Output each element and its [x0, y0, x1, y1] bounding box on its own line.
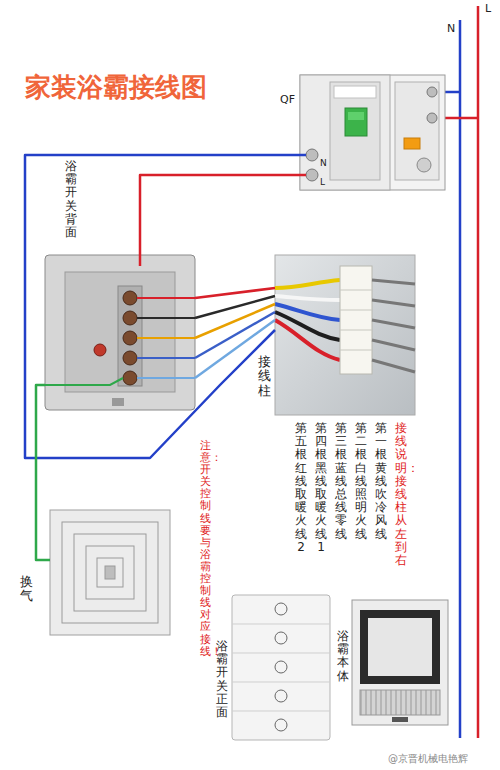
wire-name: N — [447, 22, 455, 35]
breaker-symbol — [300, 75, 445, 190]
terminal-block-photo — [275, 255, 415, 415]
switch-back-symbol — [45, 255, 195, 410]
wire-name: L — [485, 2, 491, 15]
note-text: 接线说明：接线柱从左到右 — [395, 422, 407, 567]
node-label: 浴霸 本体 — [337, 630, 349, 683]
terminal-name: L — [320, 177, 325, 187]
warning-note: 注意：开关控制线要与浴霸控制线对应接线！ — [200, 440, 211, 658]
node-label: QF — [280, 93, 295, 106]
neutral-wire — [25, 155, 300, 458]
note-text: 第一根黄线 吹冷风线 — [375, 422, 387, 541]
control-wire — [195, 296, 275, 318]
heater-box: 浴霸 本体 — [352, 600, 448, 725]
control-wire — [195, 288, 275, 298]
control-wire — [195, 312, 275, 358]
diagram-title: 家装浴霸接线图 — [25, 70, 207, 105]
fan-box: 换气 — [50, 510, 170, 635]
live-wire — [140, 175, 300, 255]
terminal-box: 接线柱 — [275, 255, 415, 415]
node-label: 浴霸开关 正面 — [216, 640, 228, 719]
switch-front-box: 浴霸开关 正面 — [232, 595, 330, 740]
node-label: 接线柱 — [258, 355, 271, 398]
watermark: @京晋机械电艳辉 — [388, 752, 468, 766]
fan-wire — [36, 385, 50, 560]
switch-back-box: 浴霸开关 背面 — [45, 255, 195, 410]
switch-front-symbol — [232, 595, 330, 740]
fan-symbol — [50, 510, 170, 635]
breaker-box: QF — [300, 75, 445, 190]
node-label: 浴霸开关 背面 — [65, 160, 77, 239]
note-text: 第三根蓝线 总线零线 — [335, 422, 347, 541]
live-supply — [477, 6, 480, 738]
neutral-supply — [459, 20, 462, 738]
control-wire — [195, 304, 275, 338]
node-label: 换气 — [20, 575, 33, 604]
note-text: 第四根黑线 取暖火线1 — [315, 422, 327, 554]
note-text: 第五根红线 取暖火线2 — [295, 422, 307, 554]
terminal-name: N — [320, 158, 327, 168]
note-text: 第二根白线 照明火线 — [355, 422, 367, 541]
heater-symbol — [352, 600, 448, 725]
